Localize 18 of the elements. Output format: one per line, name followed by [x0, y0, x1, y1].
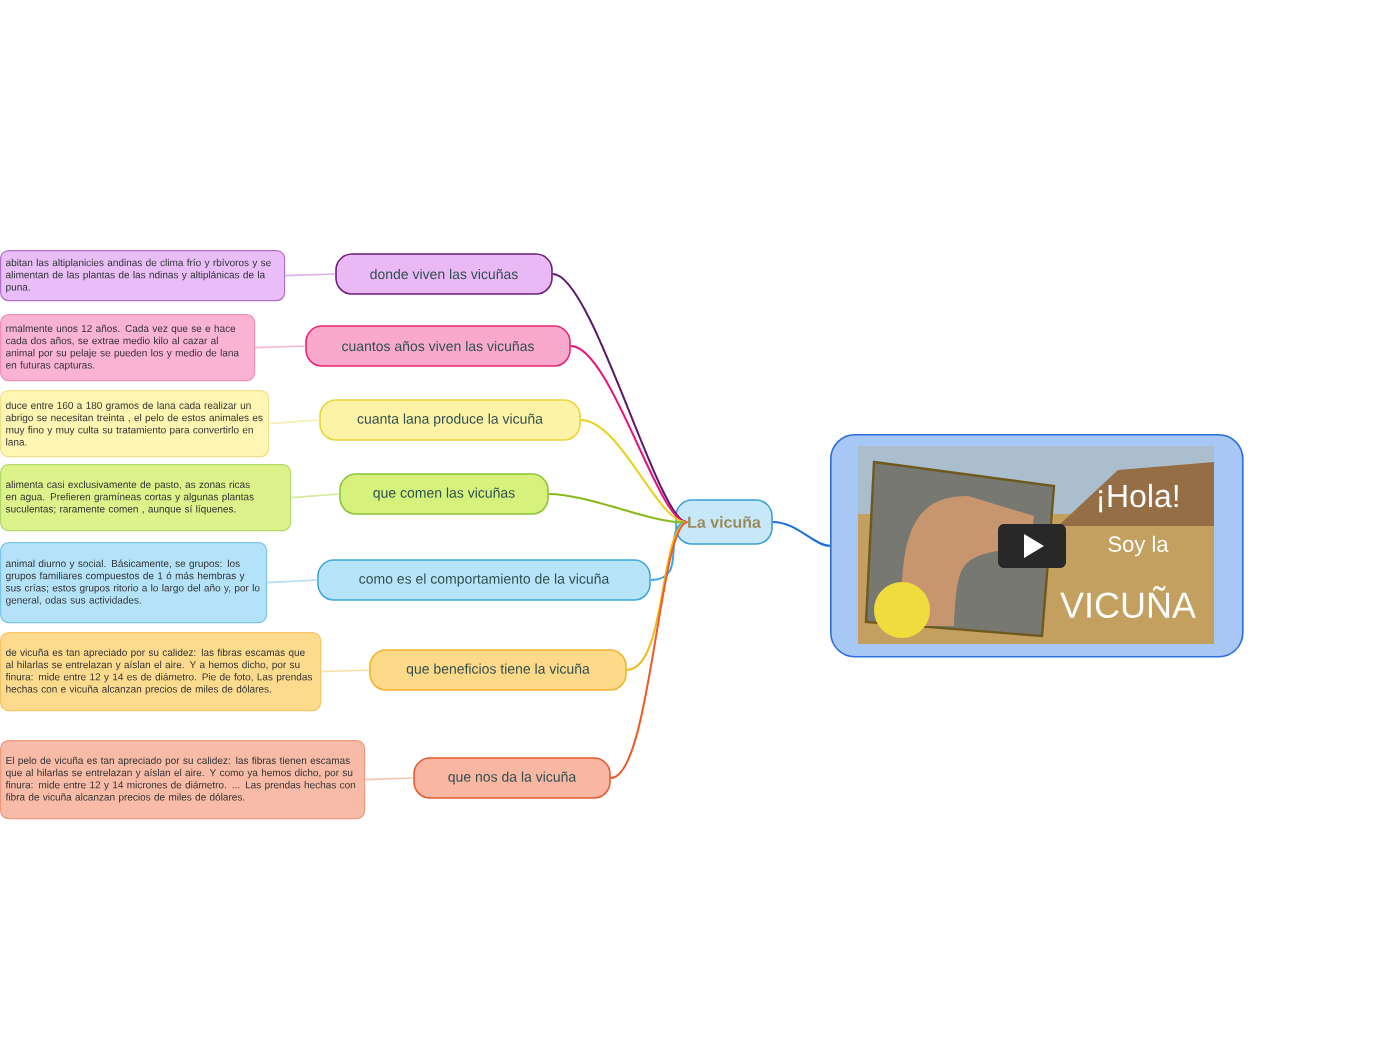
- connector: [254, 345, 306, 349]
- connector: [551, 273, 689, 523]
- thumbnail-title: Soy la: [1108, 535, 1169, 557]
- thumbnail-title: ¡Hola!: [1099, 483, 1178, 513]
- connector: [268, 419, 320, 425]
- connector: [320, 669, 370, 673]
- connector: [771, 521, 831, 547]
- connector: [609, 521, 689, 779]
- connector: [547, 493, 689, 524]
- connector: [625, 521, 689, 671]
- connector: [364, 777, 414, 781]
- connector: [569, 345, 689, 523]
- connector: [284, 273, 336, 277]
- connector: [290, 493, 340, 499]
- thumbnail-title: VICUÑA: [1060, 586, 1196, 618]
- connector: [266, 579, 318, 584]
- central-topic: La vicuña: [675, 499, 773, 545]
- connector: [649, 521, 689, 581]
